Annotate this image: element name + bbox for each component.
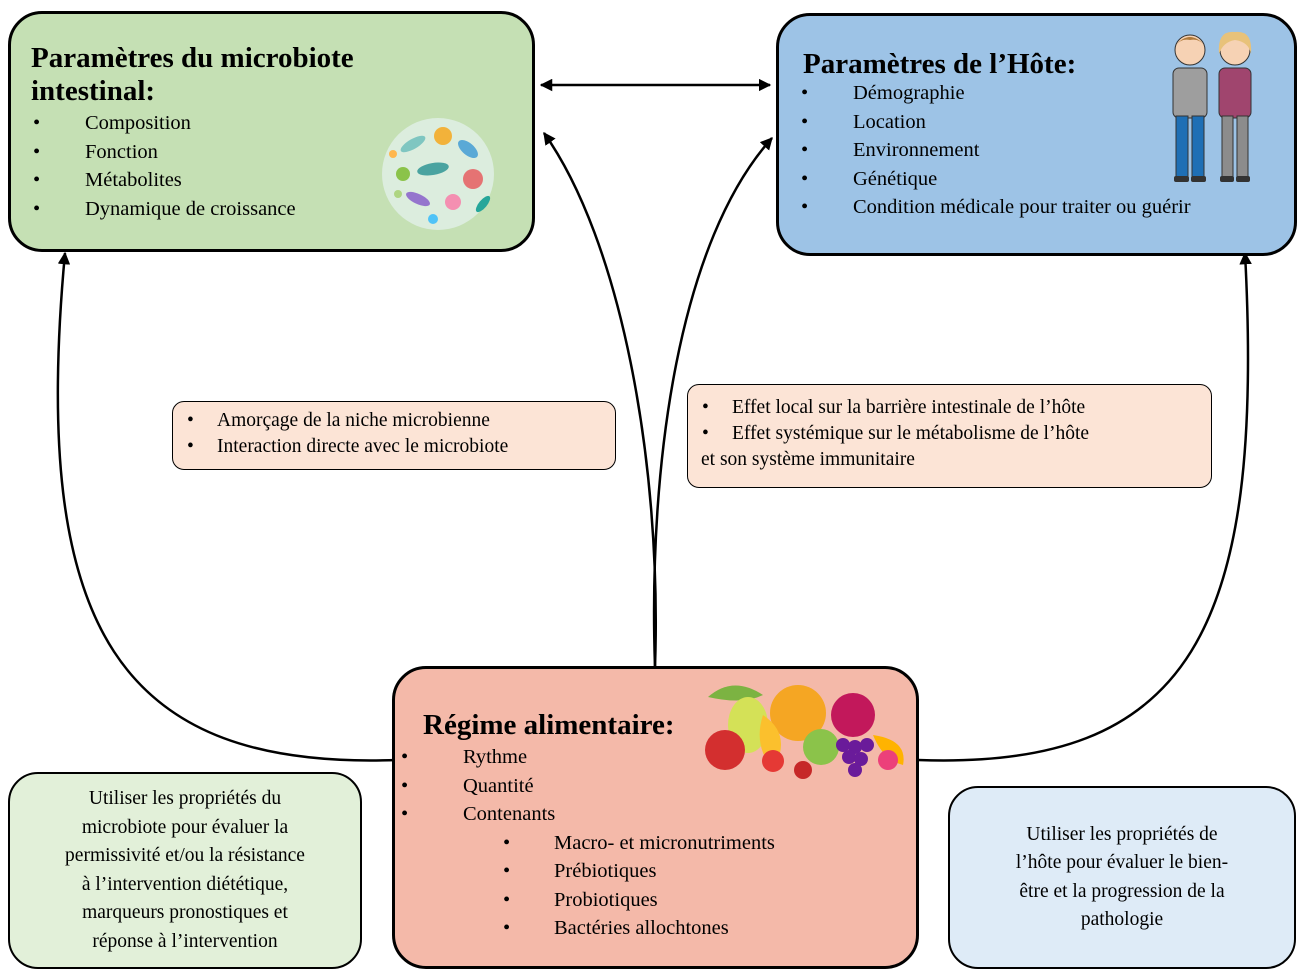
list-item: Bactéries allochtones (399, 914, 916, 943)
list-item: Rythme (399, 743, 916, 772)
list-item: Effet local sur la barrière intestinale … (688, 395, 1211, 421)
text-line: pathologie (1080, 909, 1164, 930)
list-item: Contenants (399, 800, 916, 829)
list-item: Prébiotiques (399, 857, 916, 886)
bacteria-cluster-icon (382, 118, 494, 230)
host-use-text: Utiliser les propriétés de l’hôte pour é… (1016, 821, 1228, 935)
list-item: Génétique (799, 165, 1294, 194)
host-list: Démographie Location Environnement Génét… (799, 79, 1294, 222)
diet-microbiota-effects-note: Amorçage de la niche microbienne Interac… (172, 401, 616, 470)
host-parameters-box: Paramètres de l’Hôte: Démographie Locati… (776, 13, 1297, 256)
list-item: Dynamique de croissance (31, 195, 512, 224)
list-item: Composition (31, 109, 512, 138)
host-use-box: Utiliser les propriétés de l’hôte pour é… (948, 786, 1296, 969)
list-item: Probiotiques (399, 886, 916, 915)
list-item: Amorçage de la niche microbienne (173, 408, 615, 434)
list-item: Métabolites (31, 166, 512, 195)
microbiota-use-text: Utiliser les propriétés du microbiote po… (65, 785, 305, 956)
list-item: Macro- et micronutriments (399, 829, 916, 858)
text-line: microbiote pour évaluer la (81, 816, 289, 838)
text-line: permissivité et/ou la résistance (65, 845, 305, 866)
list-item: Fonction (31, 138, 512, 167)
text-line: être et la progression de la (1019, 880, 1225, 902)
arrow-diet-to-host (652, 137, 773, 668)
list-item: Démographie (799, 79, 1294, 108)
text-line: à l’intervention diététique, (81, 873, 289, 895)
list-item: Quantité (399, 772, 916, 801)
note-right-continuation: et son système immunitaire (701, 449, 915, 470)
diet-title: Régime alimentaire: (423, 709, 675, 741)
diet-sub-list: Macro- et micronutriments Prébiotiques P… (399, 829, 916, 943)
diet-list: Rythme Quantité Contenants (399, 743, 916, 829)
list-item: Effet systémique sur le métabolisme de l… (688, 421, 1211, 447)
microbiota-parameters-box: Paramètres du microbiote intestinal: Com… (8, 11, 535, 252)
list-item: Environnement (799, 136, 1294, 165)
host-title: Paramètres de l’Hôte: (803, 48, 1077, 80)
text-line: réponse à l’intervention (92, 930, 278, 952)
microbiota-title-line1: Paramètres du microbiote (31, 42, 354, 74)
text-line: Utiliser les propriétés de (1026, 823, 1218, 845)
arrow-diet-to-host-right (917, 251, 1252, 762)
arrow-diet-to-microbiota (542, 131, 657, 668)
text-line: marqueurs pronostiques et (82, 902, 288, 923)
list-item: Interaction directe avec le microbiote (173, 434, 615, 460)
note-left-list: Amorçage de la niche microbienne Interac… (173, 408, 615, 460)
text-line: Utiliser les propriétés du (88, 788, 282, 809)
list-item: Condition médicale pour traiter ou guéri… (799, 193, 1294, 222)
fruit-basket-icon (705, 685, 904, 779)
diet-box: Régime alimentaire: Rythme Quantité Cont… (392, 666, 919, 969)
list-item: Location (799, 108, 1294, 137)
note-right-list: Effet local sur la barrière intestinale … (688, 395, 1211, 447)
microbiota-title-line2: intestinal: (31, 75, 156, 107)
diet-host-effects-note: Effet local sur la barrière intestinale … (687, 384, 1212, 488)
couple-people-icon (1172, 31, 1252, 182)
microbiota-list: Composition Fonction Métabolites Dynamiq… (31, 109, 512, 223)
microbiota-use-box: Utiliser les propriétés du microbiote po… (8, 772, 362, 969)
arrow-diet-to-microbiota-left (56, 251, 398, 762)
text-line: l’hôte pour évaluer le bien- (1015, 852, 1229, 873)
